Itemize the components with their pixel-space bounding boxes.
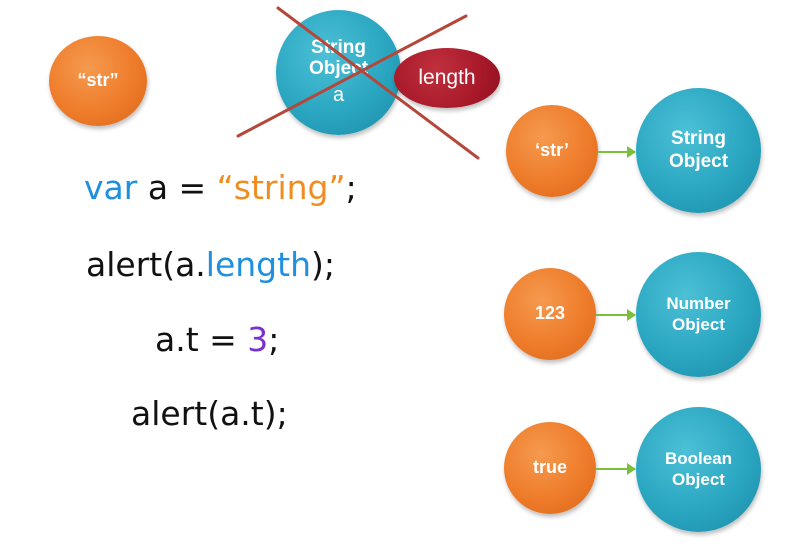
keyword-var: var	[84, 168, 138, 207]
str-literal-label: “str”	[77, 70, 119, 91]
length-property-ellipse: length	[394, 48, 500, 108]
arrow-boolean-to-boolean-object	[596, 463, 636, 475]
wrapper-object-variable: a	[332, 84, 345, 107]
primitive-str-circle: ‘str’	[506, 105, 598, 197]
string-literal: “string”	[216, 168, 346, 207]
boolean-object-label: Boolean Object	[664, 449, 733, 489]
primitive-boolean-label: true	[532, 457, 567, 478]
code-line-alert-length: alert(a.length);	[86, 245, 335, 284]
number-object-circle: Number Object	[636, 252, 761, 377]
number-object-label: Number Object	[666, 294, 731, 334]
string-wrapper-object-circle: String Object a	[276, 10, 401, 135]
primitive-str-label: ‘str’	[535, 140, 569, 161]
str-literal-circle: “str”	[49, 36, 147, 126]
code-line-alert-t: alert(a.t);	[131, 394, 288, 433]
code-assign: a =	[137, 168, 217, 207]
string-object-label: String Object	[668, 127, 729, 172]
wrapper-object-title: String Object	[308, 36, 369, 79]
number-literal: 3	[247, 320, 269, 359]
boolean-object-circle: Boolean Object	[636, 407, 761, 532]
code-semicolon: ;	[345, 168, 357, 207]
primitive-boolean-circle: true	[504, 422, 596, 514]
code-assign-end: ;	[268, 320, 280, 359]
string-object-circle: String Object	[636, 88, 761, 213]
code-assign-start: a.t =	[155, 320, 248, 359]
arrow-str-to-string-object	[598, 146, 636, 158]
code-line-assign-t: a.t = 3;	[155, 320, 279, 359]
arrow-number-to-number-object	[596, 309, 636, 321]
code-alert-end: );	[310, 245, 335, 284]
code-alert-t: alert(a.t);	[131, 394, 288, 433]
length-property-label: length	[418, 66, 476, 89]
code-alert-start: alert(a.	[86, 245, 206, 284]
length-property-code: length	[205, 245, 311, 284]
code-line-var-declaration: var a = “string”;	[84, 168, 357, 207]
primitive-number-circle: 123	[504, 268, 596, 360]
primitive-number-label: 123	[534, 303, 566, 324]
